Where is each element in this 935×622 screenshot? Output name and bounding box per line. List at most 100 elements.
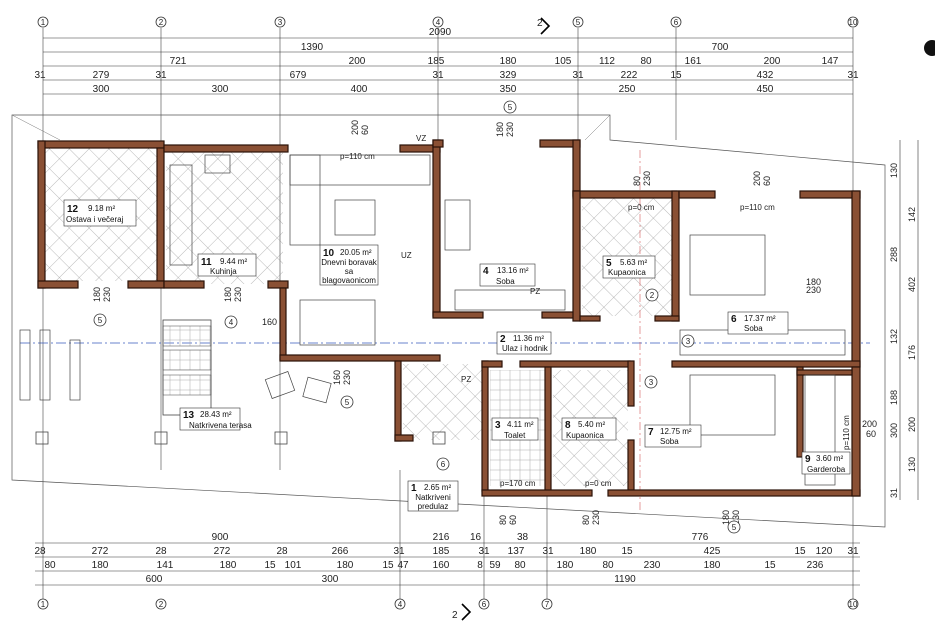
utility-markers: VZ UZ PZ PZ bbox=[401, 134, 540, 384]
svg-text:300: 300 bbox=[889, 423, 899, 438]
svg-text:266: 266 bbox=[332, 546, 349, 557]
svg-text:180: 180 bbox=[721, 510, 731, 525]
svg-text:6: 6 bbox=[674, 18, 679, 27]
room-1-number: 1 bbox=[411, 483, 417, 494]
svg-text:230: 230 bbox=[102, 287, 112, 302]
svg-text:180: 180 bbox=[495, 122, 505, 137]
svg-text:236: 236 bbox=[807, 560, 824, 571]
svg-text:180: 180 bbox=[704, 560, 721, 571]
svg-text:288: 288 bbox=[889, 247, 899, 262]
room-1-area: 2.65 m² bbox=[424, 483, 451, 492]
room-9-number: 9 bbox=[805, 454, 811, 465]
svg-text:120: 120 bbox=[816, 546, 833, 557]
svg-text:230: 230 bbox=[591, 510, 601, 525]
svg-text:230: 230 bbox=[806, 285, 821, 295]
svg-text:80: 80 bbox=[514, 560, 526, 571]
svg-text:4: 4 bbox=[229, 318, 234, 327]
svg-text:8: 8 bbox=[477, 560, 483, 571]
svg-text:5: 5 bbox=[345, 398, 350, 407]
svg-text:450: 450 bbox=[757, 84, 774, 95]
svg-text:28: 28 bbox=[155, 546, 167, 557]
room-5-name: Kupaonica bbox=[608, 268, 646, 277]
right-dimensions: 130 142 288 402 132 176 188 300 200 130 … bbox=[889, 40, 935, 500]
living-furniture bbox=[169, 154, 431, 346]
svg-text:130: 130 bbox=[907, 457, 917, 472]
room-10-number: 10 bbox=[323, 248, 335, 259]
dim-bottom-row1: 28 272 28 272 28 266 31 185 31 137 31 18… bbox=[34, 546, 859, 557]
room-11-number: 11 bbox=[201, 257, 212, 268]
svg-text:272: 272 bbox=[92, 546, 109, 557]
room-12-number: 12 bbox=[67, 204, 79, 215]
svg-text:142: 142 bbox=[907, 207, 917, 222]
svg-text:147: 147 bbox=[822, 56, 839, 67]
room-13-name: Natkrivena terasa bbox=[189, 421, 252, 430]
opening-labels: 200 60 180 230 80 230 200 60 180 230 160… bbox=[92, 120, 877, 525]
room-5-area: 5.63 m² bbox=[620, 258, 647, 267]
room-10-name-2: sa bbox=[345, 267, 354, 276]
room-6-name: Soba bbox=[744, 324, 763, 333]
room-4-number: 4 bbox=[483, 266, 489, 277]
svg-text:180: 180 bbox=[337, 560, 354, 571]
svg-text:5: 5 bbox=[576, 18, 581, 27]
room-4-area: 13.16 m² bbox=[497, 266, 529, 275]
walls[interactable] bbox=[37, 139, 861, 497]
svg-text:216: 216 bbox=[433, 532, 450, 543]
svg-text:101: 101 bbox=[285, 560, 302, 571]
svg-text:5: 5 bbox=[732, 523, 737, 532]
svg-text:160: 160 bbox=[262, 317, 277, 327]
svg-text:UZ: UZ bbox=[401, 251, 412, 260]
svg-text:272: 272 bbox=[214, 546, 231, 557]
svg-text:60: 60 bbox=[508, 515, 518, 525]
svg-text:47: 47 bbox=[397, 560, 409, 571]
svg-text:1: 1 bbox=[41, 18, 46, 27]
roof-outline bbox=[11, 114, 886, 528]
svg-text:279: 279 bbox=[93, 70, 110, 81]
svg-text:10: 10 bbox=[849, 18, 858, 27]
svg-text:p=170 cm: p=170 cm bbox=[500, 479, 536, 488]
room-8-name: Kupaonica bbox=[566, 431, 604, 440]
svg-text:31: 31 bbox=[34, 70, 46, 81]
svg-text:180: 180 bbox=[500, 56, 517, 67]
svg-text:15: 15 bbox=[670, 70, 682, 81]
svg-text:VZ: VZ bbox=[416, 134, 426, 143]
dim-row5: 300 300 400 350 250 450 bbox=[93, 84, 774, 95]
svg-text:80: 80 bbox=[44, 560, 56, 571]
svg-text:230: 230 bbox=[233, 287, 243, 302]
svg-text:4: 4 bbox=[436, 18, 441, 27]
svg-text:PZ: PZ bbox=[530, 287, 540, 296]
svg-text:329: 329 bbox=[500, 70, 517, 81]
svg-text:132: 132 bbox=[889, 329, 899, 344]
svg-text:31: 31 bbox=[542, 546, 554, 557]
svg-text:180: 180 bbox=[580, 546, 597, 557]
room-10-name-1: Dnevni boravak bbox=[321, 258, 378, 267]
room-13-area: 28.43 m² bbox=[200, 410, 232, 419]
svg-text:PZ: PZ bbox=[461, 375, 471, 384]
svg-text:5: 5 bbox=[98, 316, 103, 325]
svg-text:180: 180 bbox=[223, 287, 233, 302]
svg-text:200: 200 bbox=[752, 171, 762, 186]
svg-text:31: 31 bbox=[847, 546, 859, 557]
svg-text:80: 80 bbox=[640, 56, 652, 67]
svg-text:200: 200 bbox=[862, 419, 877, 429]
svg-text:180: 180 bbox=[220, 560, 237, 571]
dim-row4: 31 279 31 679 31 329 31 222 15 432 31 bbox=[34, 70, 859, 81]
svg-text:80: 80 bbox=[602, 560, 614, 571]
svg-text:2: 2 bbox=[159, 18, 164, 27]
svg-text:105: 105 bbox=[555, 56, 572, 67]
svg-text:1190: 1190 bbox=[614, 574, 636, 585]
callouts: 5 5 6 5 4 3 2 3 5 bbox=[93, 100, 741, 534]
svg-text:188: 188 bbox=[889, 390, 899, 405]
svg-text:3: 3 bbox=[649, 378, 654, 387]
room-11-area: 9.44 m² bbox=[220, 257, 247, 266]
section-mark-bottom: 2 bbox=[452, 610, 458, 621]
room-labels: 12 9.18 m² Ostava i večeraj 11 9.44 m² K… bbox=[63, 199, 851, 512]
svg-text:15: 15 bbox=[794, 546, 806, 557]
svg-text:900: 900 bbox=[212, 532, 229, 543]
svg-text:7: 7 bbox=[545, 600, 550, 609]
svg-text:721: 721 bbox=[170, 56, 187, 67]
svg-text:432: 432 bbox=[757, 70, 774, 81]
svg-text:31: 31 bbox=[432, 70, 444, 81]
room-11-name: Kuhinja bbox=[210, 267, 237, 276]
room-2-number: 2 bbox=[500, 334, 506, 345]
